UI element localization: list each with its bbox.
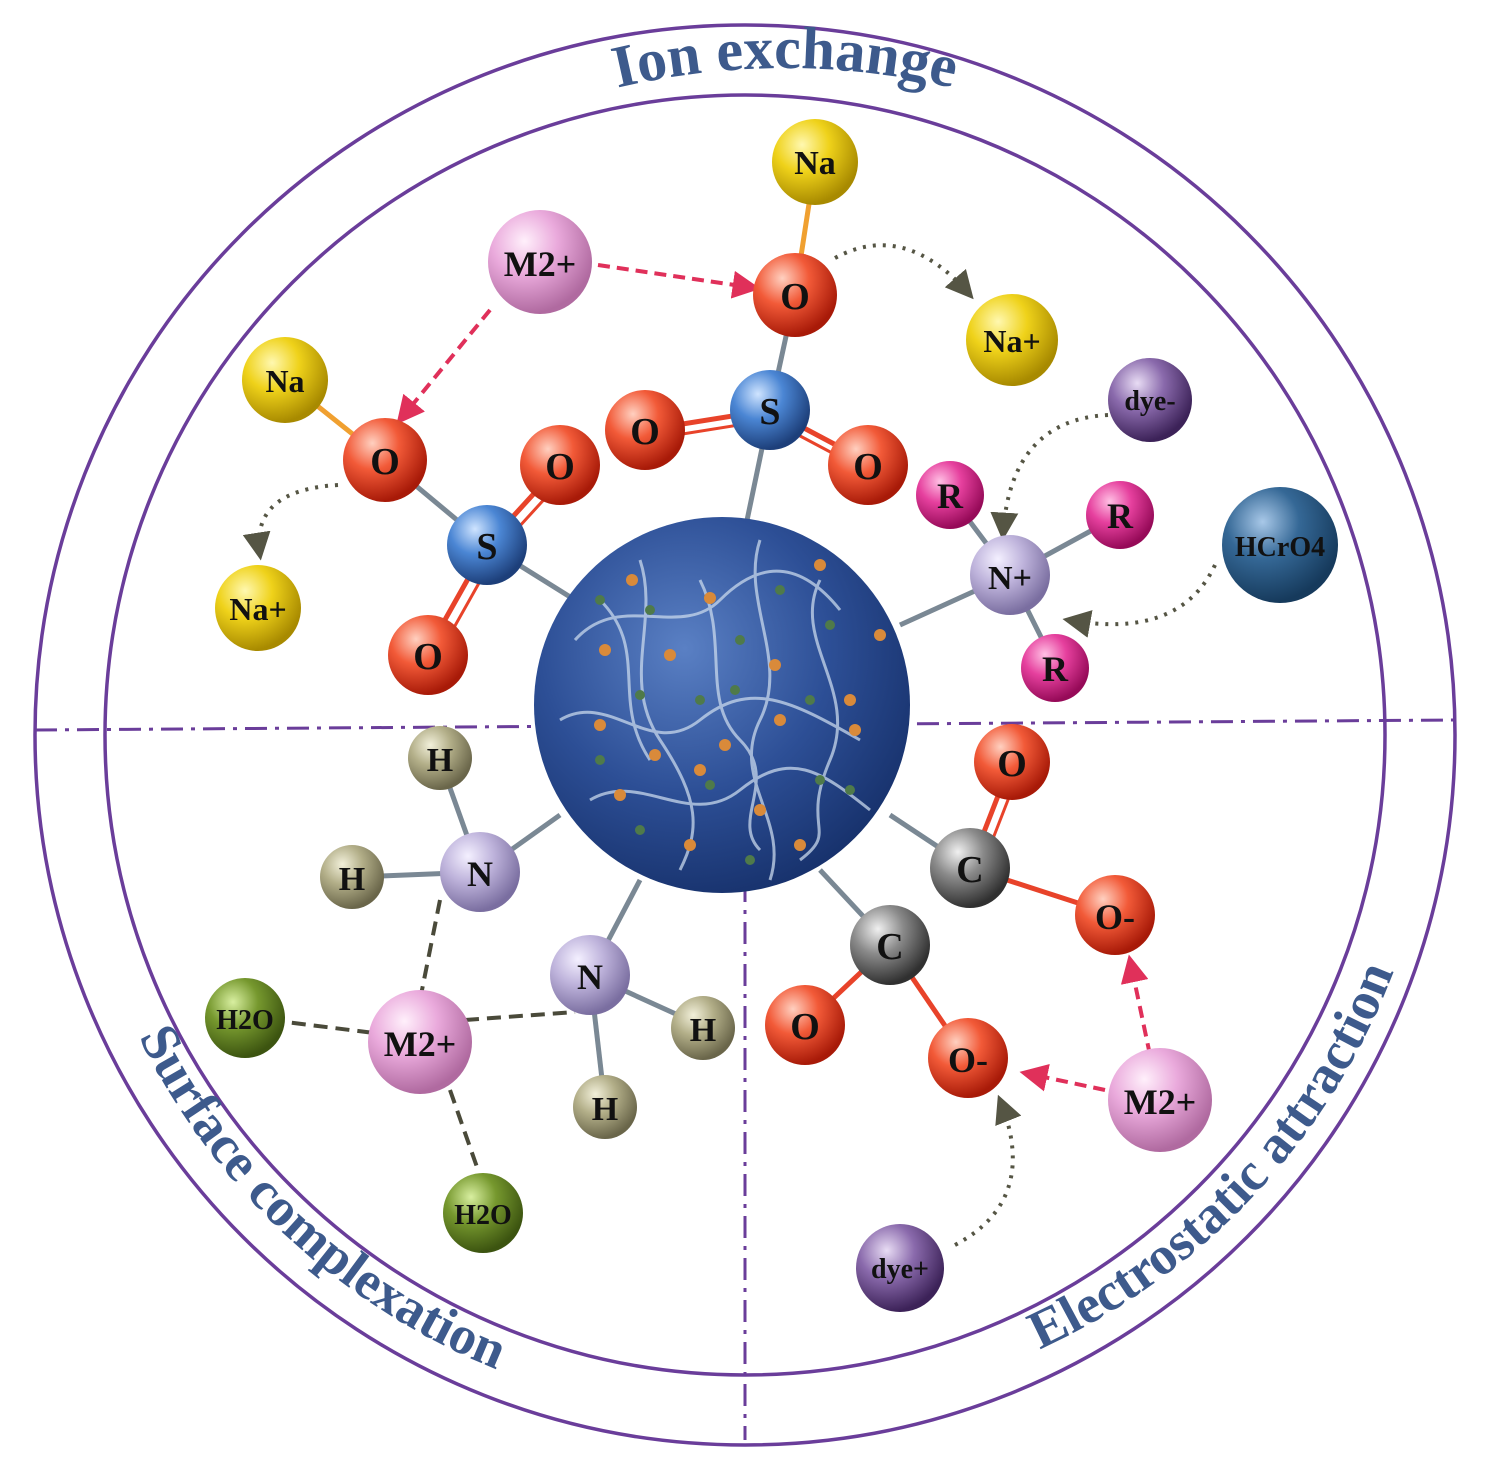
svg-text:C: C [876,926,903,968]
atom-o-minus-upper: O- [1075,875,1155,955]
section-title-ion-exchange: Ion exchange [606,15,964,100]
atom-o-left-double: O [520,425,600,505]
svg-text:O: O [780,276,810,318]
atom-na-left: Na [242,337,328,423]
atom-n1: N [440,832,520,912]
svg-text:O: O [853,446,883,488]
arrows [242,243,1217,1247]
atom-o-carboxyl-top: O [974,724,1050,800]
atom-s-left: S [447,505,527,585]
svg-text:O: O [997,743,1027,785]
atom-h-n2-right: H [671,996,735,1060]
svg-text:O-: O- [948,1040,988,1080]
svg-text:Na: Na [794,145,836,182]
svg-text:dye-: dye- [1124,386,1175,417]
atom-m2-top: M2+ [488,210,592,314]
svg-text:R: R [1042,649,1069,689]
atom-m2-right: M2+ [1108,1048,1212,1152]
atom-o-top-right: O [828,425,908,505]
atom-dye-plus: dye+ [856,1224,944,1312]
atom-c-lower: C [850,905,930,985]
svg-text:Na: Na [265,363,304,399]
atom-o-top-left: O [605,390,685,470]
svg-text:H: H [690,1012,716,1049]
svg-text:S: S [476,526,497,568]
svg-text:M2+: M2+ [1124,1082,1197,1122]
atom-o-left-bottom: O [388,615,468,695]
atom-n2: N [550,935,630,1015]
atom-h-n1-left: H [320,845,384,909]
section-title-electrostatic-attraction: Electrostatic attraction [1019,953,1405,1360]
svg-text:HCrO4: HCrO4 [1235,532,1325,563]
svg-text:H: H [592,1091,618,1128]
atom-r-lower: R [1021,634,1089,702]
svg-text:Na+: Na+ [983,323,1040,359]
horizontal-divider [34,718,1456,732]
svg-text:R: R [937,476,964,516]
svg-text:O: O [413,636,443,678]
atom-o-top: O [753,253,837,337]
atom-n-plus: N+ [970,535,1050,615]
atom-r-right: R [1086,481,1154,549]
atom-o-carboxyl-left: O [765,985,845,1065]
atom-h2o-left: H2O [205,978,285,1058]
svg-text:M2+: M2+ [504,244,577,284]
atom-c-upper: C [930,828,1010,908]
svg-text:H: H [427,742,453,779]
svg-text:C: C [956,849,983,891]
atom-dye-minus: dye- [1108,358,1192,442]
svg-text:O: O [545,446,575,488]
atom-na-plus-right: Na+ [966,294,1058,386]
atom-h2o-bottom: H2O [443,1173,523,1253]
atom-o-minus-lower: O- [928,1018,1008,1098]
svg-text:H: H [339,861,365,898]
atom-na-plus-left: Na+ [215,565,301,651]
atom-r-upper: R [916,461,984,529]
atom-o-left: O [343,418,427,502]
svg-text:O: O [370,441,400,483]
svg-text:H2O: H2O [216,1005,274,1036]
svg-text:N+: N+ [988,560,1032,597]
atom-m2-left: M2+ [368,990,472,1094]
polymer-core [534,517,910,893]
svg-text:Na+: Na+ [229,591,286,627]
svg-text:O: O [630,411,660,453]
svg-text:M2+: M2+ [384,1024,457,1064]
svg-text:O-: O- [1095,897,1135,937]
outer-ring [33,23,1457,1447]
svg-text:H2O: H2O [454,1200,512,1231]
atom-h-n2-bottom: H [573,1075,637,1139]
atom-h-n1-top: H [408,726,472,790]
svg-text:dye+: dye+ [871,1254,929,1285]
svg-text:O: O [790,1006,820,1048]
svg-text:R: R [1107,496,1134,536]
atom-hcro4: HCrO4 [1222,487,1338,603]
svg-text:S: S [759,391,780,433]
svg-text:N: N [467,854,493,894]
atom-s-top: S [730,370,810,450]
atom-na-top: Na [772,119,858,205]
svg-text:N: N [577,957,603,997]
